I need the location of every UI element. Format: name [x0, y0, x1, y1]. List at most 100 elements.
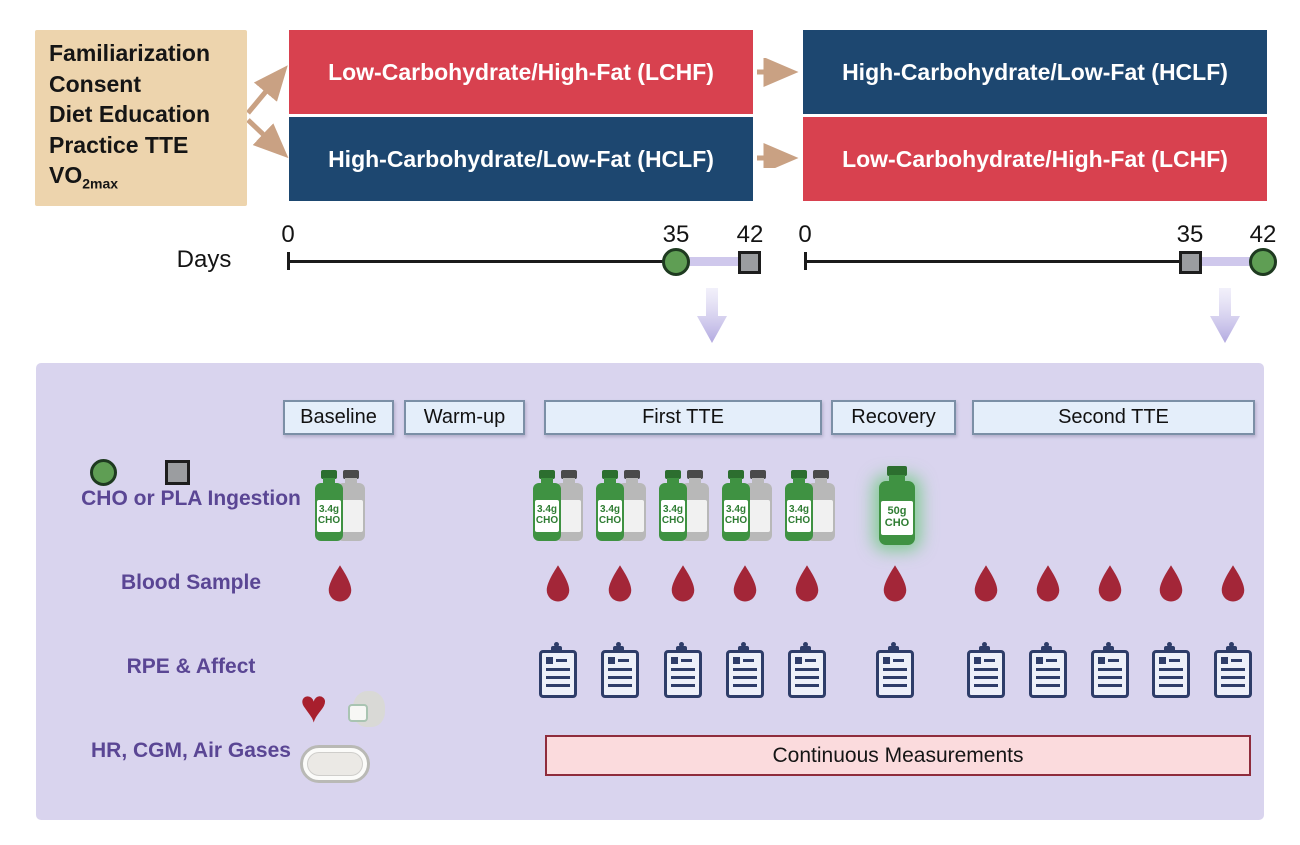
rpe-clipboard-icon — [1090, 642, 1129, 698]
timeline1-day35-label: 35 — [662, 221, 690, 248]
first-tte-blood-group — [543, 563, 822, 605]
bottle-label-grams: 3.4g — [318, 504, 339, 515]
first-tte-rpe-group — [539, 642, 826, 698]
intro-line: Familiarization — [49, 40, 211, 66]
timeline2-line — [805, 260, 1190, 263]
phase-second-tte: Second TTE — [972, 400, 1255, 435]
timeline1-day35-green-circle-marker — [662, 248, 690, 276]
blood-drop-icon — [328, 565, 352, 602]
timeline2-day42-green-circle-marker — [1249, 248, 1277, 276]
bottle-label-cho: CHO — [317, 515, 341, 526]
timeline1-day42-gray-square-marker — [738, 251, 761, 274]
timeline1-day42-label: 42 — [736, 221, 764, 248]
rpe-clipboard-icon — [539, 642, 577, 698]
intro-line: Practice TTE — [49, 131, 189, 158]
randomization-split-arrows-icon — [247, 65, 289, 159]
blood-drop-icon — [974, 565, 998, 602]
down-arrow-icon — [1210, 288, 1240, 343]
rpe-clipboard-icon — [967, 642, 1005, 698]
vo2-base: VO — [49, 162, 83, 189]
continuous-measurements-bar: Continuous Measurements — [545, 735, 1251, 776]
blood-drop-icon — [1036, 565, 1059, 602]
familiarization-box: Familiarization Consent Diet Education P… — [35, 30, 247, 206]
second-tte-rpe-group — [967, 642, 1252, 698]
blood-drop-icon — [546, 565, 570, 602]
heart-icon: ♥ — [300, 680, 328, 732]
bottle-label-grams: 3.4g — [599, 504, 620, 515]
bottle-label-grams: 50g — [887, 505, 907, 517]
timeline2-day35-label: 35 — [1176, 221, 1204, 248]
timeline1-taper-segment — [672, 257, 754, 266]
timeline1-day0-tick — [287, 252, 290, 270]
bottle-label-grams: 3.4g — [662, 504, 683, 515]
bottle-label-grams: 3.4g — [536, 504, 557, 515]
blood-drop-icon — [1160, 565, 1183, 602]
period2-hclf-bar: High-Carbohydrate/Low-Fat (HCLF) — [803, 30, 1267, 114]
vo2-subscript: 2max — [82, 175, 119, 192]
cgm-sensor-icon — [300, 745, 370, 783]
bottle-label-cho: CHO — [598, 515, 622, 526]
blood-drop-icon — [795, 565, 819, 602]
bottle-label-grams: 3.4g — [788, 504, 809, 515]
rpe-row-label: RPE & Affect — [126, 655, 256, 678]
pla-gray-square-legend-icon — [165, 460, 190, 485]
rpe-clipboard-icon — [601, 642, 640, 698]
timeline2-day0-label: 0 — [798, 221, 812, 248]
rpe-clipboard-icon — [1028, 642, 1067, 698]
rpe-clipboard-icon — [1214, 642, 1252, 698]
intro-line-vo2max: VO2max — [49, 160, 247, 193]
intro-line: Consent — [49, 70, 141, 97]
crossover-arrows-icon — [757, 58, 799, 168]
intro-line: Diet Education — [49, 101, 211, 128]
rpe-clipboard-icon — [663, 642, 702, 698]
rpe-clipboard-icon — [1152, 642, 1191, 698]
bottle-label-cho: CHO — [661, 515, 685, 526]
blood-drop-icon — [609, 565, 632, 602]
period1-hclf-bar: High-Carbohydrate/Low-Fat (HCLF) — [289, 117, 753, 201]
mask-head-icon — [348, 691, 385, 727]
rpe-clipboard-icon — [876, 642, 914, 698]
blood-drop-icon — [1098, 565, 1121, 602]
phase-first-tte: First TTE — [544, 400, 822, 435]
hr-cgm-mask-icon: ♥ — [298, 683, 393, 783]
period1-lchf-bar: Low-Carbohydrate/High-Fat (LCHF) — [289, 30, 753, 114]
cho-green-circle-legend-icon — [90, 459, 117, 486]
timeline1-line — [288, 260, 676, 263]
rpe-clipboard-icon — [788, 642, 826, 698]
bottle-label-cho: CHO — [884, 517, 910, 530]
timeline2-taper-segment — [1186, 257, 1266, 266]
session-detail-panel: Baseline Warm-up First TTE Recovery Seco… — [36, 363, 1264, 820]
timeline2-day0-tick — [804, 252, 807, 270]
second-tte-blood-group — [971, 563, 1248, 605]
continuous-row-label: HR, CGM, Air Gases — [91, 739, 291, 762]
ingestion-row-label: CHO or PLA Ingestion — [81, 487, 301, 510]
timeline2-day35-gray-square-marker — [1179, 251, 1202, 274]
period2-lchf-bar: Low-Carbohydrate/High-Fat (LCHF) — [803, 117, 1267, 201]
blood-drop-icon — [883, 565, 907, 602]
blood-drop-icon — [671, 565, 694, 602]
bottle-label-cho: CHO — [724, 515, 748, 526]
bottle-label-cho: CHO — [535, 515, 559, 526]
blood-drop-icon — [733, 565, 756, 602]
timeline1-day0-label: 0 — [281, 221, 295, 248]
timeline2-day42-label: 42 — [1249, 221, 1277, 248]
blood-row-label: Blood Sample — [120, 571, 262, 594]
bottle-label-grams: 3.4g — [725, 504, 746, 515]
rpe-clipboard-icon — [725, 642, 764, 698]
phase-baseline: Baseline — [283, 400, 394, 435]
